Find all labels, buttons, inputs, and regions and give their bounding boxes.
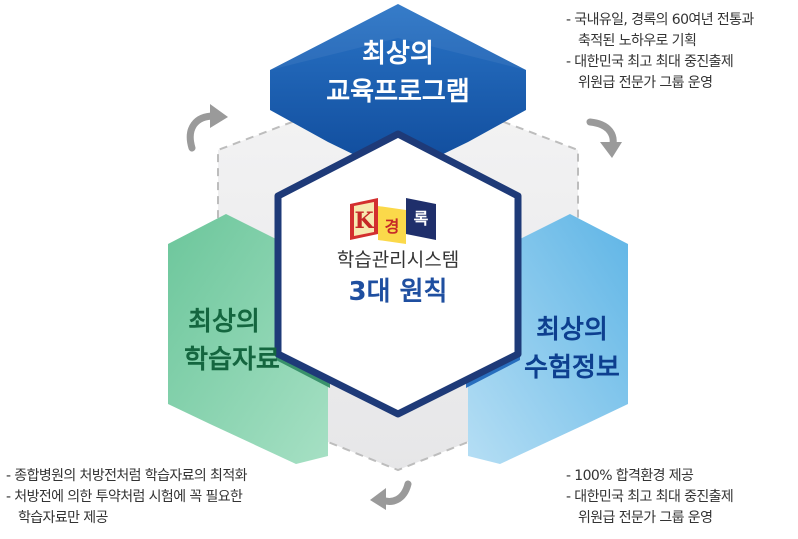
cycle-arrow-icon — [370, 480, 412, 510]
note-line: - 100% 합격환경 제공 — [566, 468, 694, 484]
principle-01-shape — [270, 4, 526, 176]
logo-letter-gyeong: 경 — [385, 217, 400, 236]
note-line: - 종합병원의 처방전처럼 학습자료의 최적화 — [6, 468, 248, 484]
notes-top-right: - 국내유일, 경록의 60여년 전통과 축적된 노하우로 기획 - 대한민국 … — [566, 10, 754, 94]
principle-01-number: 01 — [385, 141, 410, 165]
note-line: - 대한민국 최고 최대 중진출제 — [566, 489, 734, 505]
note-line: - 대한민국 최고 최대 중진출제 — [566, 54, 734, 70]
center-hexagon — [274, 130, 522, 418]
principle-02-number: 02 — [289, 301, 314, 325]
note-line: 축적된 노하우로 기획 — [578, 33, 697, 49]
note-line: 학습자료만 제공 — [18, 510, 108, 526]
note-line: 위원급 전문가 그룹 운영 — [578, 75, 713, 91]
logo-letter-rok: 록 — [414, 209, 429, 228]
kyungrok-logo: K 경 록 — [350, 198, 436, 244]
center-title: 3대 원칙 — [349, 277, 448, 307]
cycle-arrow-icon — [586, 118, 622, 158]
logo-letter-k: K — [354, 208, 374, 234]
cycle-arrow-icon — [186, 104, 228, 152]
center-subtitle: 학습관리시스템 — [337, 249, 459, 271]
principle-03-title-line2: 수험정보 — [524, 353, 620, 383]
note-line: - 처방전에 의한 투약처럼 시험에 꼭 필요한 — [6, 489, 243, 505]
principle-03-number: 03 — [479, 301, 504, 325]
principle-01-title-line2: 교육프로그램 — [326, 77, 470, 107]
notes-bottom-right: - 100% 합격환경 제공 - 대한민국 최고 최대 중진출제 위원급 전문가… — [566, 466, 734, 529]
principle-02-title-line1: 최상의 — [188, 307, 260, 337]
notes-bottom-left: - 종합병원의 처방전처럼 학습자료의 최적화 - 처방전에 의한 투약처럼 시… — [6, 466, 248, 529]
principle-02-title-line2: 학습자료 — [184, 345, 280, 375]
principle-03-title-line1: 최상의 — [536, 315, 608, 345]
principle-01-title-line1: 최상의 — [362, 39, 434, 69]
note-line: 위원급 전문가 그룹 운영 — [578, 510, 713, 526]
note-line: - 국내유일, 경록의 60여년 전통과 — [566, 12, 754, 28]
